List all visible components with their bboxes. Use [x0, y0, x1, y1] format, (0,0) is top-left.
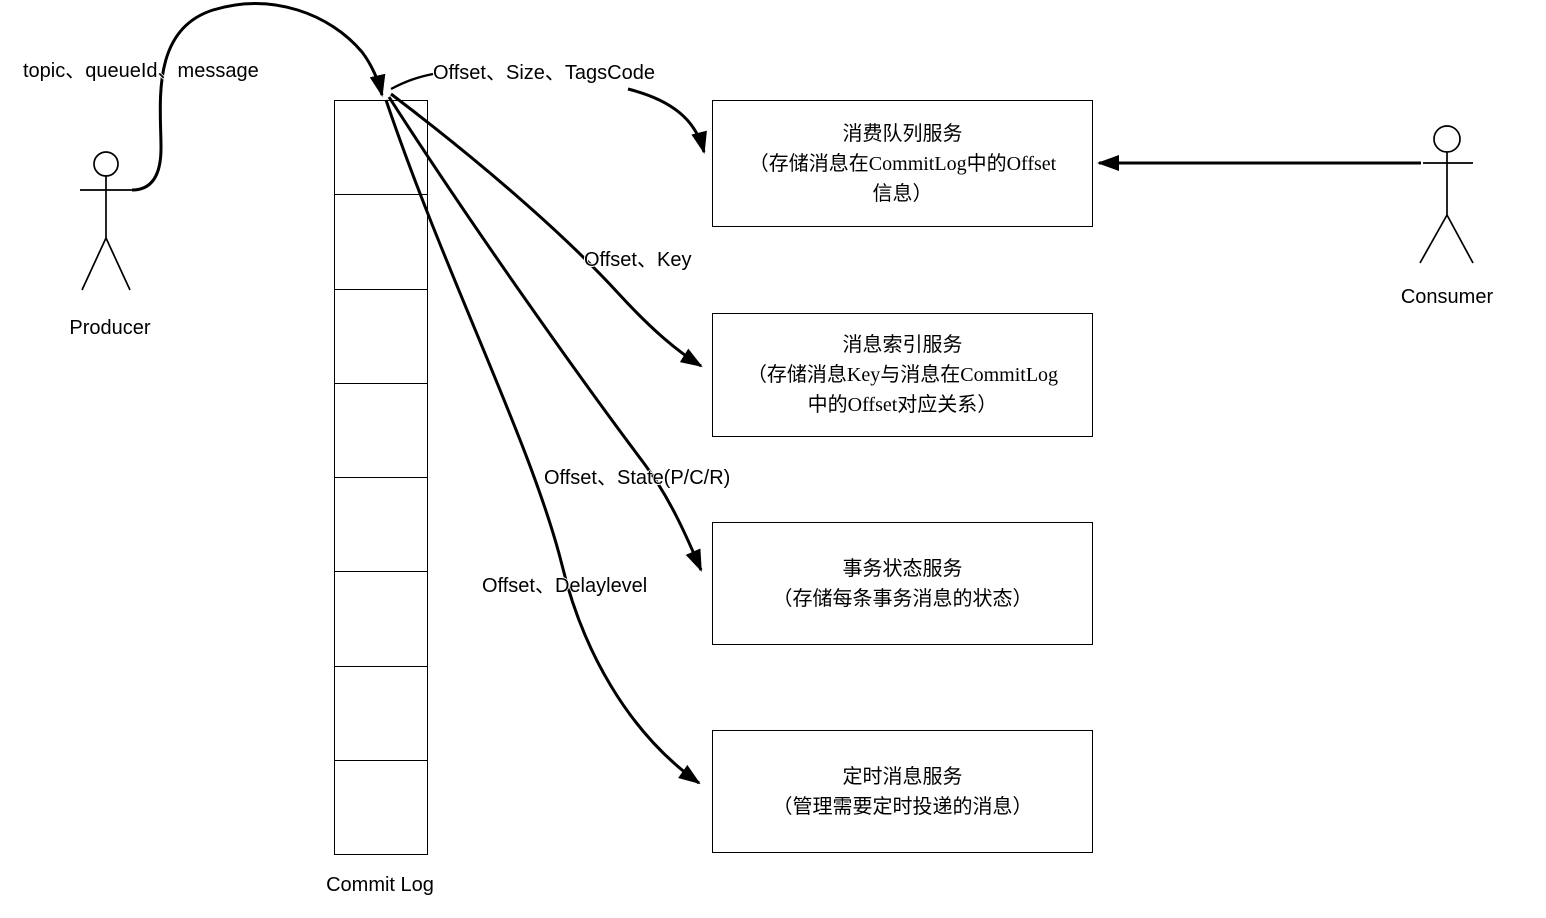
commit-log-cell [335, 667, 427, 761]
commit-log-cell [335, 195, 427, 290]
commitlog-to-consume-queue-arrow [627, 87, 707, 154]
message-index-service-box: 消息索引服务 （存储消息Key与消息在CommitLog 中的Offset对应关… [712, 313, 1093, 437]
consume-queue-flow-label: Offset、Size、TagsCode [433, 62, 655, 84]
transaction-state-service-box: 事务状态服务 （存储每条事务消息的状态） [712, 522, 1093, 645]
commit-log-cell [335, 101, 427, 196]
producer-label: Producer [69, 317, 151, 339]
produce-flow-label: topic、queueId、message [23, 60, 259, 82]
scheduled-message-service-box: 定时消息服务 （管理需要定时投递的消息） [712, 730, 1093, 853]
commit-log-cell [335, 384, 427, 478]
commitlog-to-index-arrow [390, 92, 703, 368]
consume-queue-service-box: 消费队列服务 （存储消息在CommitLog中的Offset 信息） [712, 100, 1093, 227]
commit-log-cell [335, 572, 427, 667]
consumer-head [1433, 125, 1461, 153]
producer-to-commitlog-arrow [131, 2, 386, 192]
producer-body [80, 176, 132, 291]
consumer-label: Consumer [1400, 286, 1494, 308]
producer-figure [80, 151, 132, 291]
commitlog-to-transaction-arrow [387, 96, 703, 572]
commit-log-cell [335, 290, 427, 384]
producer-head [93, 151, 119, 177]
commit-log-cell [335, 478, 427, 573]
consumer-figure [1419, 125, 1474, 264]
commit-log-label: Commit Log [326, 874, 434, 896]
dispatch-label-connector [390, 72, 434, 91]
commitlog-to-schedule-arrow [384, 99, 701, 785]
commit-log-cell [335, 761, 427, 854]
index-flow-label: Offset、Key [584, 249, 692, 271]
schedule-flow-label: Offset、Delaylevel [482, 575, 648, 597]
transaction-flow-label: Offset、State(P/C/R) [544, 467, 731, 489]
commit-log [334, 100, 428, 855]
consumer-body [1419, 152, 1474, 264]
